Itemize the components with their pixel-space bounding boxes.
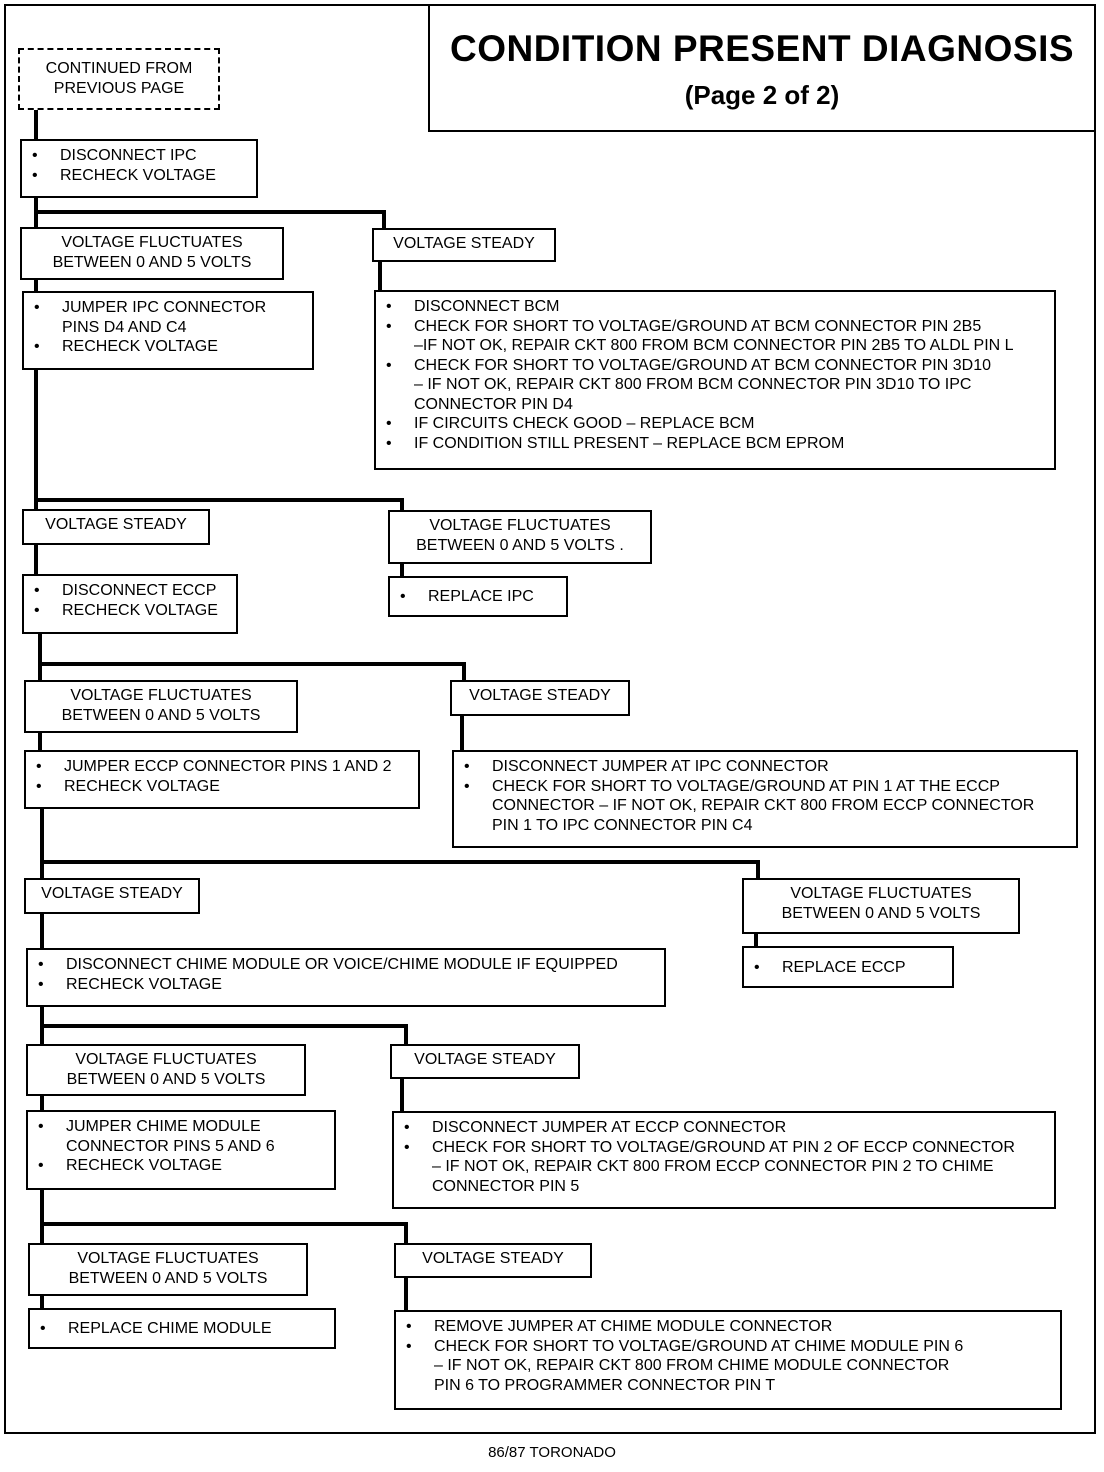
condition-voltage-fluctuates: VOLTAGE FLUCTUATES BETWEEN 0 AND 5 VOLTS <box>20 227 284 280</box>
step-jumper-ipc: JUMPER IPC CONNECTOR PINS D4 AND C4RECHE… <box>22 291 314 370</box>
step-disconnect-eccp: DISCONNECT ECCPRECHECK VOLTAGE <box>22 574 238 634</box>
page-footer: 86/87 TORONADO <box>488 1444 616 1461</box>
condition-voltage-steady: VOLTAGE STEADY <box>450 680 630 716</box>
condition-voltage-steady: VOLTAGE STEADY <box>22 509 210 545</box>
title-block: CONDITION PRESENT DIAGNOSIS (Page 2 of 2… <box>428 4 1096 132</box>
step-disconnect-chime: DISCONNECT CHIME MODULE OR VOICE/CHIME M… <box>26 948 666 1007</box>
condition-voltage-fluctuates: VOLTAGE FLUCTUATES BETWEEN 0 AND 5 VOLTS <box>26 1044 306 1096</box>
step-disconnect-jumper-eccp: DISCONNECT JUMPER AT ECCP CONNECTORCHECK… <box>392 1111 1056 1209</box>
condition-voltage-steady: VOLTAGE STEADY <box>372 228 556 262</box>
step-replace-chime: REPLACE CHIME MODULE <box>28 1308 336 1349</box>
step-replace-ipc: REPLACE IPC <box>388 576 568 617</box>
condition-voltage-steady: VOLTAGE STEADY <box>24 878 200 914</box>
condition-voltage-fluctuates: VOLTAGE FLUCTUATES BETWEEN 0 AND 5 VOLTS <box>28 1243 308 1296</box>
step-disconnect-jumper-ipc: DISCONNECT JUMPER AT IPC CONNECTORCHECK … <box>452 750 1078 848</box>
continued-from-previous-page: CONTINUED FROM PREVIOUS PAGE <box>18 48 220 110</box>
condition-voltage-steady: VOLTAGE STEADY <box>390 1044 580 1079</box>
condition-voltage-steady: VOLTAGE STEADY <box>394 1243 592 1278</box>
step-remove-jumper-chime: REMOVE JUMPER AT CHIME MODULE CONNECTORC… <box>394 1310 1062 1410</box>
condition-voltage-fluctuates: VOLTAGE FLUCTUATES BETWEEN 0 AND 5 VOLTS <box>24 680 298 733</box>
step-disconnect-bcm: DISCONNECT BCM CHECK FOR SHORT TO VOLTAG… <box>374 290 1056 470</box>
step-jumper-chime: JUMPER CHIME MODULE CONNECTOR PINS 5 AND… <box>26 1110 336 1190</box>
page-title: CONDITION PRESENT DIAGNOSIS <box>449 28 1075 69</box>
step-disconnect-ipc: DISCONNECT IPCRECHECK VOLTAGE <box>20 139 258 198</box>
condition-voltage-fluctuates: VOLTAGE FLUCTUATES BETWEEN 0 AND 5 VOLTS… <box>388 510 652 564</box>
condition-voltage-fluctuates: VOLTAGE FLUCTUATES BETWEEN 0 AND 5 VOLTS <box>742 878 1020 934</box>
step-jumper-eccp: JUMPER ECCP CONNECTOR PINS 1 AND 2RECHEC… <box>24 750 420 809</box>
page-subtitle: (Page 2 of 2) <box>684 80 840 110</box>
step-replace-eccp: REPLACE ECCP <box>742 946 954 988</box>
